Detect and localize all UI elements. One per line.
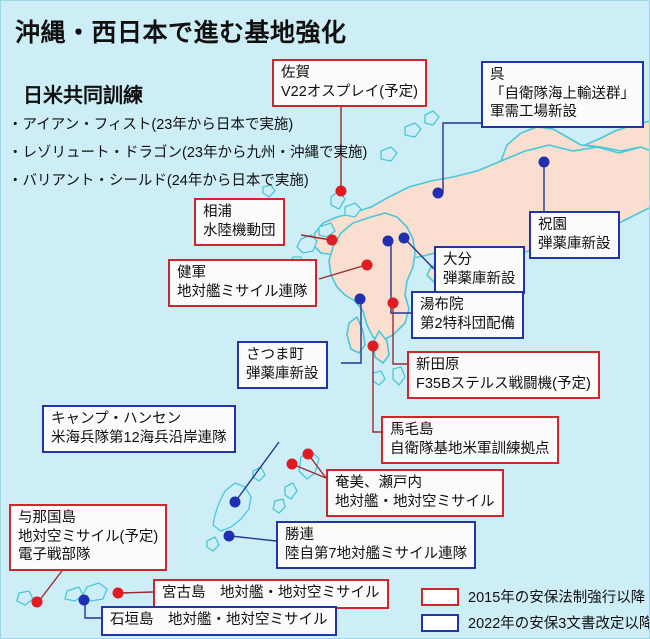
callout-line: さつま町: [246, 347, 304, 363]
callout-yonaguni: 与那国島 地対空ミサイル(予定) 電子戦部隊: [9, 504, 168, 571]
callout-amami: 奄美、瀬戸内 地対艦・地対空ミサイル: [326, 469, 504, 518]
marker-kure[interactable]: [432, 187, 444, 199]
callout-line: 地対艦・地対空ミサイル: [335, 493, 495, 510]
callout-yufuin: 湯布院 第2特科団配備: [411, 291, 525, 340]
callout-ainoura: 相浦 水陸機動団: [194, 198, 285, 247]
legend-label: 2015年の安保法制強行以降: [468, 590, 646, 606]
callout-line: 馬毛島: [390, 422, 434, 438]
marker-satsuma[interactable]: [354, 293, 366, 305]
callout-line: 水陸機動団: [203, 222, 276, 239]
callout-saga: 佐賀 V22オスプレイ(予定): [272, 59, 427, 108]
callout-line: 呉: [490, 67, 505, 83]
marker-miyako[interactable]: [112, 587, 124, 599]
callout-line: 与那国島: [18, 510, 76, 526]
legend-label: 2022年の安保3文書改定以降: [468, 616, 650, 632]
marker-mageshima[interactable]: [367, 340, 379, 352]
callout-line: 石垣島 地対艦・地対空ミサイル: [110, 612, 328, 628]
callout-line: 相浦: [203, 204, 232, 220]
callout-line: キャンプ・ハンセン: [51, 411, 182, 427]
callout-line: 奄美、瀬戸内: [335, 475, 422, 491]
joint-training-item: ・バリアント・シールド(24年から日本で実施): [8, 173, 309, 189]
callout-line: 湯布院: [420, 297, 464, 313]
callout-line: 米海兵隊第12海兵沿岸連隊: [51, 429, 227, 446]
legend-row-2015: 2015年の安保法制強行以降: [421, 586, 645, 607]
marker-setouchi[interactable]: [286, 458, 298, 470]
callout-line: 地対空ミサイル(予定): [18, 528, 159, 545]
callout-line: 弾薬庫新設: [538, 235, 611, 252]
callout-line: 弾薬庫新設: [443, 270, 516, 287]
callout-line: 陸自第7地対艦ミサイル連隊: [285, 545, 468, 562]
callout-kure: 呉 「自衛隊海上輸送群」 軍需工場新設: [481, 61, 644, 128]
legend-swatch-red: [421, 587, 459, 606]
callout-line: 佐賀: [281, 65, 310, 81]
callout-nyutabaru: 新田原 F35Bステルス戦闘機(予定): [407, 351, 600, 400]
callout-miyako: 宮古島 地対艦・地対空ミサイル: [153, 579, 389, 609]
marker-oita[interactable]: [398, 232, 410, 244]
legend-swatch-blue: [421, 613, 459, 632]
callout-line: 電子戦部隊: [18, 547, 91, 564]
marker-katsuren[interactable]: [223, 530, 235, 542]
callout-line: 新田原: [416, 357, 460, 373]
callout-mageshima: 馬毛島 自衛隊基地米軍訓練拠点: [381, 416, 559, 465]
marker-kengun[interactable]: [361, 259, 373, 271]
marker-ishigaki[interactable]: [78, 594, 90, 606]
callout-line: 弾薬庫新設: [246, 365, 319, 382]
marker-hourono[interactable]: [538, 156, 550, 168]
marker-nyutabaru[interactable]: [387, 297, 399, 309]
callout-ishigaki: 石垣島 地対艦・地対空ミサイル: [101, 606, 337, 636]
callout-line: V22オスプレイ(予定): [281, 83, 418, 100]
callout-line: 軍需工場新設: [490, 104, 577, 121]
joint-training-heading: 日米共同訓練: [23, 85, 143, 107]
legend-row-2022: 2022年の安保3文書改定以降: [421, 612, 649, 633]
callout-oita: 大分 弾薬庫新設: [434, 246, 525, 295]
callout-line: 第2特科団配備: [420, 315, 516, 332]
joint-training-item: ・アイアン・フィスト(23年から日本で実施): [8, 117, 294, 133]
marker-yufuin[interactable]: [382, 235, 394, 247]
callout-line: 祝園: [538, 217, 567, 233]
marker-camp-hansen[interactable]: [229, 496, 241, 508]
callout-camp-hansen: キャンプ・ハンセン 米海兵隊第12海兵沿岸連隊: [42, 405, 236, 454]
marker-ainoura[interactable]: [326, 234, 338, 246]
callout-line: 大分: [443, 252, 472, 268]
callout-katsuren: 勝連 陸自第7地対艦ミサイル連隊: [276, 521, 477, 570]
callout-line: 自衛隊基地米軍訓練拠点: [390, 440, 550, 457]
page-title: 沖縄・西日本で進む基地強化: [15, 19, 347, 47]
callout-line: 健軍: [177, 265, 206, 281]
callout-line: 勝連: [285, 527, 314, 543]
callout-line: 「自衛隊海上輸送群」: [490, 85, 635, 102]
callout-hourono: 祝園 弾薬庫新設: [529, 211, 620, 260]
marker-saga[interactable]: [335, 185, 347, 197]
marker-amami[interactable]: [302, 448, 314, 460]
callout-satsuma: さつま町 弾薬庫新設: [237, 341, 328, 390]
callout-line: 地対艦ミサイル連隊: [177, 283, 308, 300]
callout-line: 宮古島 地対艦・地対空ミサイル: [162, 585, 380, 601]
callout-kengun: 健軍 地対艦ミサイル連隊: [168, 259, 317, 308]
callout-line: F35Bステルス戦闘機(予定): [416, 375, 591, 392]
marker-yonaguni[interactable]: [31, 596, 43, 608]
joint-training-item: ・レゾリュート・ドラゴン(23年から九州・沖縄で実施): [8, 145, 368, 161]
